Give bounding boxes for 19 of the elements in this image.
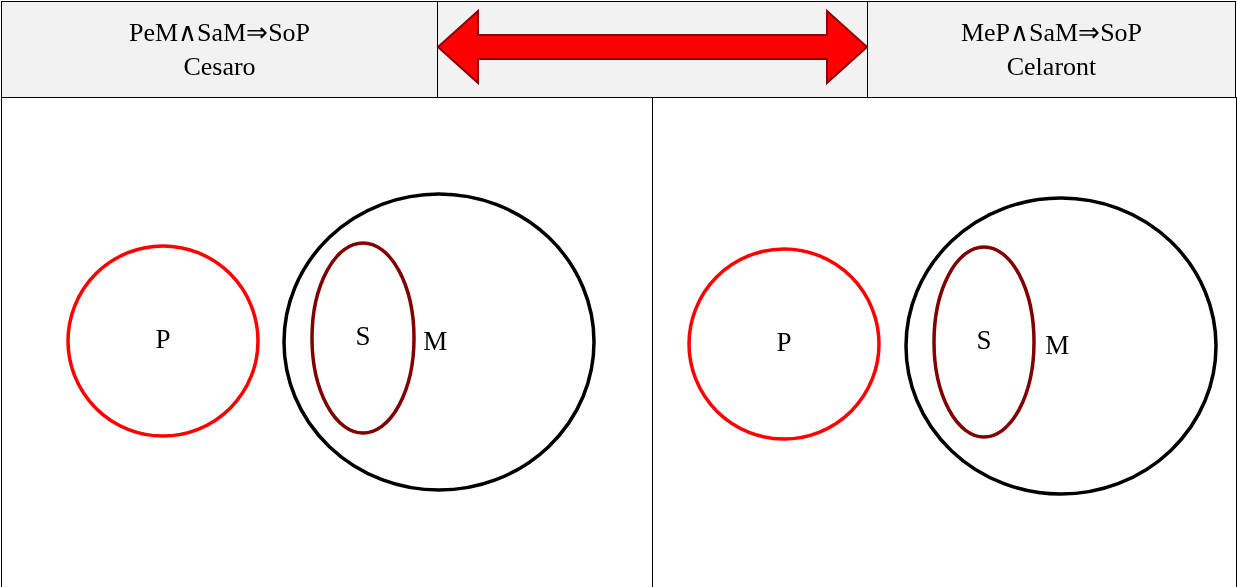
mood-name: Cesaro [183,50,256,83]
formula-text: PeM∧SaM⇒SoP [128,16,311,49]
set-circle [282,192,596,492]
table-cell [867,1,1236,98]
set-circle [687,247,881,441]
mood-name: Celaront [1006,50,1097,83]
set-label: S [976,324,992,356]
set-label: P [776,326,792,358]
set-label: P [155,323,171,355]
set-label: M [423,326,448,357]
double-arrow [436,8,869,86]
set-label: S [355,320,371,352]
table-cell [1,1,438,98]
set-circle [932,245,1036,439]
set-circle [904,196,1218,496]
set-label: M [1045,330,1070,361]
set-circle [310,241,416,435]
set-circle [66,244,260,438]
formula-text: MeP∧SaM⇒SoP [960,16,1143,49]
